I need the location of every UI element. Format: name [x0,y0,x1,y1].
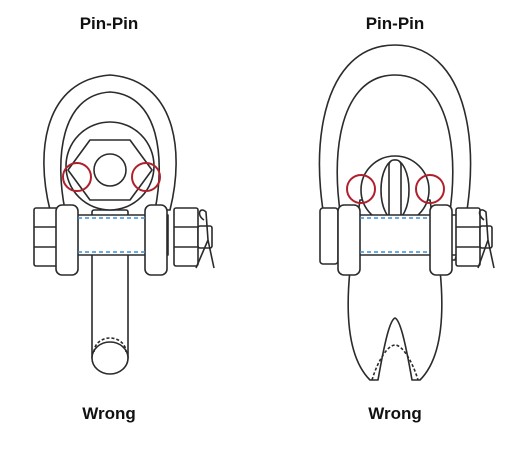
right-caption: Wrong [368,404,422,423]
left-pin-nut [173,207,199,267]
left-cotter-pin [195,209,215,269]
right-pin-nut [455,207,481,267]
right-cotter-pin [477,209,495,269]
left-shackle-assembly [33,74,215,375]
right-contact-circle-2 [415,174,445,204]
right-shackle-assembly [318,44,495,381]
left-shackle-bow [43,74,177,211]
right-pin-head [319,207,339,265]
left-contact-circle-2 [131,162,161,192]
right-contact-circle-1 [346,174,376,204]
right-title: Pin-Pin [365,14,425,33]
left-contact-circle-1 [62,162,92,192]
left-caption: Wrong [82,404,136,423]
left-pin-head [33,207,59,267]
left-title: Pin-Pin [79,14,139,33]
